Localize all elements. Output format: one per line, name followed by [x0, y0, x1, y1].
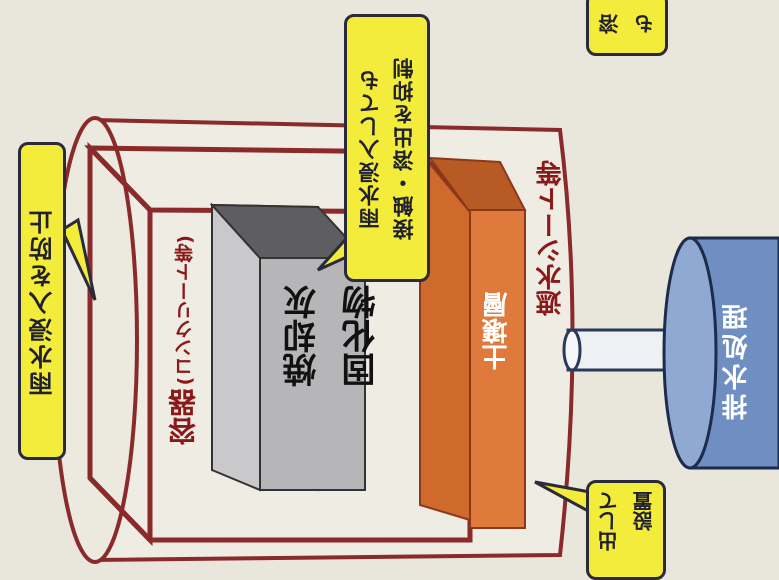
ash-label-line1: 焼却灰	[283, 285, 323, 387]
callout-top-right-line2: も	[633, 14, 657, 34]
ash-label-line2: 固化物	[342, 285, 382, 387]
container-label: (コンクリート等) 容器	[164, 235, 204, 445]
callout-bottom-right-line2: 設置	[632, 491, 656, 531]
callout-bottom-right-line1: 出して	[597, 491, 621, 551]
callout-pointer	[60, 217, 97, 301]
soil-label-text: 土壌層	[482, 292, 512, 370]
sheet-label-text: 遮水シート等	[536, 160, 566, 316]
drain-label: 排水処理	[718, 300, 755, 420]
callout-bottom-right: 出して 設置	[586, 480, 666, 580]
callout-rain-contact-line2: 接触・溶出を抑制	[392, 56, 416, 240]
container-label-sub: (コンクリート等)	[173, 235, 196, 386]
sheet-label: 遮水シート等	[532, 160, 569, 316]
drain-pipe	[562, 328, 680, 372]
callout-rain-contact: 雨水浸入しても 接触・溶出を抑制	[344, 14, 430, 282]
ash-label: 焼却灰 固化物	[278, 285, 386, 387]
ash-block	[209, 202, 368, 492]
drain-tank	[662, 236, 779, 470]
callout-top-right: 溶 も	[586, 0, 668, 56]
callout-rain-prevent-text: 雨水浸入を防止	[28, 206, 57, 396]
callout-top-right-line1: 溶	[598, 14, 622, 34]
drain-label-text: 排水処理	[722, 300, 752, 420]
callout-rain-prevent: 雨水浸入を防止	[18, 142, 66, 460]
container-label-main: 容器	[167, 389, 200, 446]
soil-layer-block	[419, 149, 527, 529]
callout-rain-contact-line1: 雨水浸入しても	[358, 67, 382, 229]
soil-label: 土壌層	[478, 292, 515, 370]
